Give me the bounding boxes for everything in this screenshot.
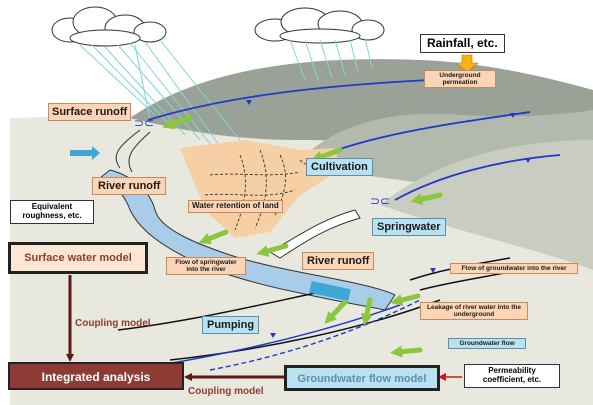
- flow-springwater-label: Flow of springwater into the river: [166, 257, 246, 276]
- water-table-front: [394, 154, 561, 201]
- springwater-label: Springwater: [372, 218, 446, 237]
- green-arrows: [162, 115, 443, 358]
- pumping-label: Pumping: [202, 316, 260, 335]
- equivalent-roughness-label: Equivalent roughness, etc.: [10, 200, 94, 224]
- groundwater-flow-model-box: Groundwater flow model: [284, 365, 440, 391]
- permeation-arrow: [455, 54, 479, 73]
- underground-permeation-label: Underground permeation: [424, 70, 496, 89]
- spring-channel: [269, 209, 361, 259]
- inflow-arrow: [70, 146, 100, 160]
- river-upper-stream-2: [128, 131, 151, 173]
- pumping-well: [309, 280, 351, 302]
- integrated-analysis-box: Integrated analysis: [8, 362, 184, 390]
- river-runoff-lower-label: River runoff: [302, 252, 375, 271]
- groundwater-flow-label: Groundwater flow: [448, 338, 526, 350]
- water-table-back: [147, 79, 431, 121]
- cloud-left: [51, 6, 167, 47]
- rain-lines: [79, 37, 373, 161]
- water-retention-label: Water retention of land: [188, 200, 283, 213]
- flow-groundwater-river-label: Flow of groundwater into the river: [450, 263, 578, 275]
- spring-icon-upper: ⊃⊂: [134, 116, 154, 130]
- water-table-dashed: [209, 299, 421, 371]
- water-table-lower: [159, 304, 401, 366]
- aquifer-line-upper: [117, 289, 331, 331]
- coupling-model-bottom-label: Coupling model: [188, 386, 264, 397]
- rainfall-label: Rainfall, etc.: [420, 34, 505, 54]
- hill-front: [380, 140, 593, 270]
- river-runoff-upper-label: River runoff: [92, 177, 167, 196]
- surface-runoff-label: Surface runoff: [48, 103, 132, 122]
- river-upper-stream: [115, 129, 141, 169]
- cloud-right: [254, 7, 385, 44]
- cultivation-label: Cultivation: [306, 158, 373, 177]
- permeability-coefficient-label: Permeability coefficient, etc.: [464, 364, 560, 388]
- spring-icon-right: ⊃⊂: [370, 194, 390, 208]
- leakage-label: Leakage of river water into the undergro…: [420, 302, 528, 321]
- coupling-model-left-label: Coupling model: [75, 318, 151, 329]
- aquifer-line-lower: [169, 299, 441, 361]
- farmland: [180, 140, 340, 238]
- surface-water-model-box: Surface water model: [8, 242, 148, 274]
